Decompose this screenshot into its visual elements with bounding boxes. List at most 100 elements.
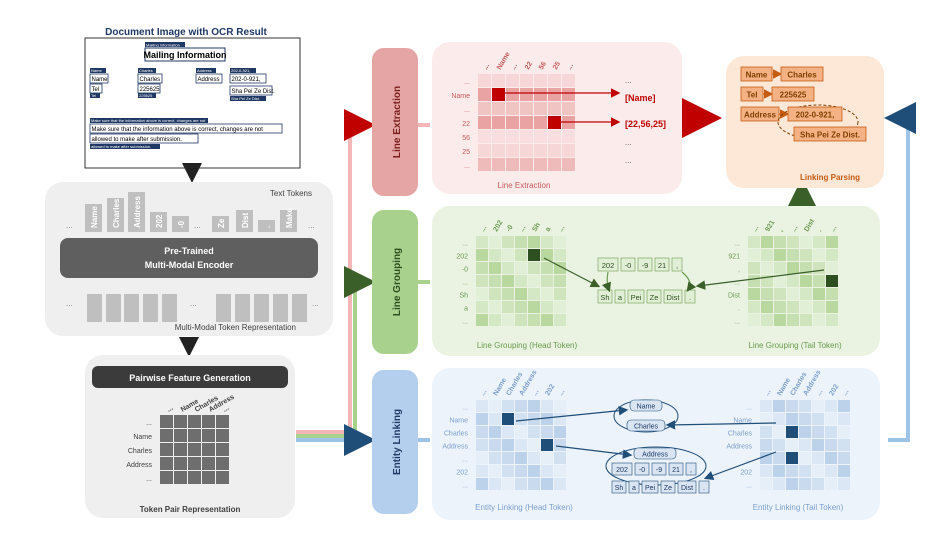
grid-cell (174, 471, 187, 484)
grid-cell (562, 130, 575, 143)
grid-col-label: -0 (505, 224, 514, 233)
grid-cell (774, 301, 786, 313)
grid-cell (787, 236, 799, 248)
grid-row-label: ... (734, 240, 740, 247)
grid-col-label: ... (531, 388, 540, 397)
grid-cell (813, 275, 825, 287)
grid-cell (825, 478, 837, 490)
grid-cell (188, 471, 201, 484)
grid-cell (528, 249, 540, 261)
grid-row-label: ... (464, 163, 470, 170)
token-label: Charles (112, 198, 121, 228)
grid-row-label: ... (462, 240, 468, 247)
token-label: -0 (177, 220, 186, 228)
repr-bar (143, 294, 158, 322)
link-tel-text: Tel (747, 91, 758, 100)
lg-token-bottom-text: Dist (667, 293, 681, 302)
le-caption: Line Extraction (498, 181, 551, 190)
grid-cell (520, 158, 533, 171)
grid-cell (748, 314, 760, 326)
grid-col-label: 921 (764, 219, 776, 233)
el-token-top (685, 462, 697, 476)
grid-cell (548, 116, 561, 129)
token-bar (128, 192, 145, 232)
grid-row-label: . (738, 305, 740, 312)
grid-row-label: Name (449, 417, 468, 424)
grid-col-label: ... (510, 62, 519, 71)
grid-col-label: ... (518, 224, 527, 233)
le-result-1: [Name] (625, 93, 656, 103)
grid-cell (515, 275, 527, 287)
grid-cell (548, 158, 561, 171)
grid-col-label: ... (841, 388, 850, 397)
grid-cell (554, 426, 566, 438)
field-paragraph: Make sure that the information above is … (89, 118, 283, 149)
el-token-top (611, 462, 633, 476)
grid-col-label: 25 (552, 61, 562, 71)
lg-token-bottom-text: Ze (650, 293, 659, 302)
grid-cell (534, 102, 547, 115)
repr-bar (162, 294, 177, 322)
text-tokens-label: Text Tokens (270, 189, 312, 198)
repr-bar (106, 294, 121, 322)
el-token-bottom-text: a (632, 485, 636, 492)
grid-cell (774, 236, 786, 248)
grid-cell (812, 465, 824, 477)
grid-cell (160, 415, 173, 428)
grid-cell (528, 400, 540, 412)
grid-row-label: Address (442, 443, 468, 450)
repr-bar (235, 294, 250, 322)
grid-col-label: Sh (531, 222, 542, 233)
grid-cell (748, 249, 760, 261)
grid-cell (476, 426, 488, 438)
grid-row-label: Charles (728, 430, 753, 437)
grid-cell (528, 478, 540, 490)
grid-cell (761, 288, 773, 300)
lg-token-top (620, 257, 636, 272)
grid-cell (541, 262, 553, 274)
grid-cell (541, 439, 553, 451)
grid-cell (202, 429, 215, 442)
encoder-title-1: Pre-Trained (164, 246, 214, 256)
el-token-top-text: 202 (616, 467, 628, 474)
small-header-text: Mailing Information (146, 43, 180, 48)
grid-cell (541, 288, 553, 300)
grid-cell (520, 102, 533, 115)
address-box-text: Address (198, 77, 220, 83)
grid-cell (826, 249, 838, 261)
el-arrow-2 (555, 445, 633, 459)
token-bar (236, 210, 253, 232)
el-node-name (629, 399, 663, 412)
grid-col-label: ... (166, 405, 175, 414)
link-phone-box (771, 86, 815, 102)
grid-cell (825, 400, 837, 412)
grid-cell (202, 457, 215, 470)
grid-row-label: -0 (462, 266, 468, 273)
grid-cell (534, 88, 547, 101)
grid-cell (476, 262, 488, 274)
grid-cell (813, 236, 825, 248)
para-small2-text: allowed to make after submission. (91, 144, 151, 149)
grid-cell (786, 413, 798, 425)
grid-row-label: Sh (459, 292, 468, 299)
el-tail-grid: ...NameCharlesAddress...202......NameCha… (726, 369, 850, 490)
grid-cell (489, 262, 501, 274)
link-charles-box (780, 66, 824, 82)
grid-cell (216, 415, 229, 428)
grid-cell (489, 452, 501, 464)
grid-cell (812, 413, 824, 425)
lg-token-bottom-text: Pei (631, 293, 642, 302)
lg-token-bottom-text: Sh (600, 293, 609, 302)
token-bar (280, 210, 297, 232)
lg-caption-head: Line Grouping (Head Token) (477, 341, 578, 350)
line-extraction-side-label: Line Extraction (392, 86, 403, 158)
repr-bar (216, 294, 231, 322)
el-token-bottom-text: Pei (645, 485, 656, 492)
grid-cell (216, 429, 229, 442)
grid-cell (554, 465, 566, 477)
el-token-top-text: -9 (656, 467, 662, 474)
grid-cell (174, 443, 187, 456)
link-address-text: Address (744, 111, 777, 120)
